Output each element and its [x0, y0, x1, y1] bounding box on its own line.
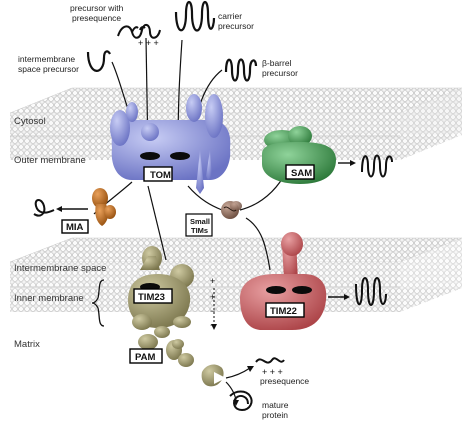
- mature-protein-spiral: [229, 390, 253, 412]
- beta-barrel-precursor-squiggle: [224, 58, 258, 82]
- svg-text:precursor: precursor: [262, 68, 298, 78]
- region-matrix: Matrix: [14, 339, 40, 350]
- label-beta-barrel-precursor: β-barrel precursor: [262, 58, 298, 78]
- inner-membrane: [9, 237, 463, 312]
- label-carrier-precursor: carrier precursor: [218, 11, 254, 31]
- mia-label: MIA: [66, 222, 84, 233]
- tim23-label-box: [133, 288, 173, 304]
- tom-complex: [110, 94, 231, 194]
- membrane-potential-indicator: [211, 288, 217, 330]
- label-intermembrane-space-precursor: intermembrane space precursor: [18, 54, 79, 74]
- region-cytosol: Cytosol: [14, 116, 46, 127]
- mpp-protease: [201, 364, 226, 387]
- sam-label: SAM: [291, 168, 312, 179]
- mia-complex: [92, 188, 116, 226]
- sam-output-arrow: [338, 160, 356, 166]
- tim22-output-arrow: [328, 294, 350, 300]
- svg-text:space precursor: space precursor: [18, 64, 79, 74]
- carrier-precursor-squiggle: [174, 0, 216, 32]
- svg-text:carrier: carrier: [218, 11, 242, 21]
- pam-label: PAM: [135, 352, 155, 363]
- membrane-minus-label-2: −: [210, 320, 215, 330]
- label-precursor-with-presequence: precursor with presequence: [70, 3, 124, 23]
- cleaved-presequence-charge: + + +: [262, 367, 283, 377]
- small-tims-label-line2: TIMs: [191, 226, 208, 235]
- arrowhead-presequence: [247, 366, 254, 372]
- svg-text:intermembrane: intermembrane: [18, 54, 75, 64]
- small-tims-complex: [221, 201, 242, 219]
- svg-text:precursor: precursor: [218, 21, 254, 31]
- pam-complex: [138, 334, 194, 367]
- tom-label-box: [143, 166, 173, 182]
- tom-label: TOM: [150, 170, 171, 181]
- region-outer-membrane: Outer membrane: [14, 155, 86, 166]
- region-intermembrane-space: Intermembrane space: [14, 263, 106, 274]
- membrane-plus-label: +: [210, 276, 215, 286]
- pam-label-box: [129, 348, 163, 364]
- sam-complex: [262, 126, 336, 184]
- presequence-precursor-squiggle: [117, 24, 161, 39]
- svg-text:presequence: presequence: [72, 13, 121, 23]
- ims-precursor-squiggle: [86, 50, 111, 72]
- membrane-minus-label: −: [210, 306, 215, 316]
- membrane-plus-label-2: +: [210, 292, 215, 302]
- sam-label-box: [285, 164, 315, 180]
- mia-output-arrow: [56, 206, 88, 212]
- small-tims-label-line1: Small: [190, 217, 210, 226]
- presequence-charge-plus: + + +: [138, 38, 159, 48]
- label-mature: mature: [262, 400, 289, 410]
- label-protein: protein: [262, 410, 288, 420]
- mia-label-box: [61, 219, 89, 234]
- tim23-label: TIM23: [138, 292, 165, 303]
- svg-text:precursor with: precursor with: [70, 3, 124, 13]
- tim22-label: TIM22: [270, 306, 297, 317]
- label-presequence: presequence: [260, 376, 309, 386]
- small-tims-label-box: [185, 213, 213, 237]
- tim22-label-box: [265, 302, 305, 318]
- beta-barrel-folded-squiggle: [361, 154, 393, 178]
- ims-folded-squiggle: [33, 199, 55, 217]
- outer-membrane: [9, 87, 463, 160]
- inner-membrane-bracket: [91, 279, 105, 327]
- region-inner-membrane: Inner membrane: [14, 293, 84, 304]
- svg-text:β-barrel: β-barrel: [262, 58, 292, 68]
- carrier-inserted-squiggle: [355, 277, 387, 306]
- cleaved-presequence-squiggle: [255, 357, 285, 364]
